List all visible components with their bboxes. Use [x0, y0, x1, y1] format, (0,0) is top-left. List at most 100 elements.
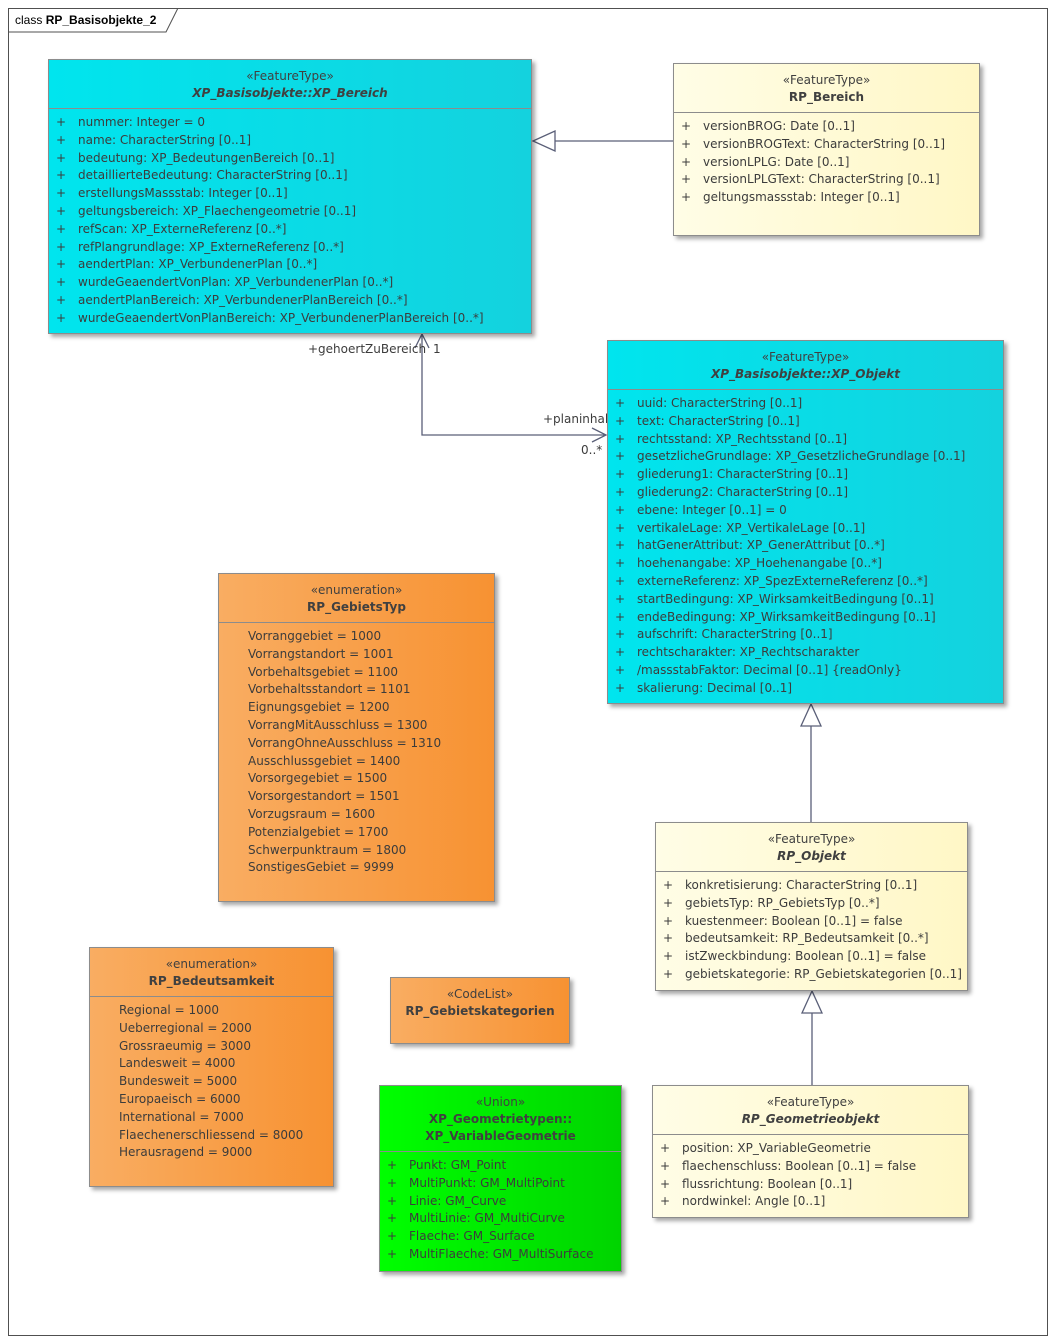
visibility-marker: + — [615, 449, 626, 464]
visibility-marker: + — [615, 609, 626, 624]
attribute-text: konkretisierung: CharacterString [0..1] — [685, 878, 918, 892]
attribute-list: +position: XP_VariableGeometrie+flaechen… — [653, 1135, 968, 1211]
class-xp-bereich[interactable]: «FeatureType» XP_Basisobjekte::XP_Bereic… — [48, 59, 532, 334]
attribute-text: versionLPLGText: CharacterString [0..1] — [703, 172, 940, 187]
attribute-text: gliederung2: CharacterString [0..1] — [637, 484, 849, 499]
attribute-row: +aendertPlanBereich: XP_VerbundenerPlanB… — [49, 292, 531, 310]
attribute-row: + Punkt: GM_Point — [380, 1157, 621, 1175]
visibility-marker: + — [615, 467, 626, 482]
attribute-list: +Punkt: GM_Point+MultiPunkt: GM_MultiPoi… — [380, 1152, 621, 1264]
attribute-row: +text: CharacterString [0..1] — [608, 413, 1003, 431]
attribute-text: aendertPlanBereich: XP_VerbundenerPlanBe… — [78, 292, 408, 307]
association-bereich-objekt[interactable] — [414, 332, 608, 443]
attribute-text: gebietsTyp: RP_GebietsTyp [0..*] — [685, 895, 880, 910]
role-planinhalt: +planinhalt — [543, 412, 613, 426]
attribute-row: +Linie: GM_Curve — [380, 1193, 621, 1211]
attribute-row: +istZweckbindung: Boolean [0..1] = false — [656, 948, 967, 966]
attribute-row: +externeReferenz: XP_SpezExterneReferenz… — [608, 573, 1003, 591]
attribute-text: versionLPLG: Date [0..1] — [703, 154, 850, 169]
enum-rp-bedeutsamkeit[interactable]: «enumeration» RP_Bedeutsamkeit Regional … — [89, 947, 334, 1187]
attribute-text: position: XP_VariableGeometrie — [682, 1141, 871, 1155]
attribute-row: +bedeutsamkeit: RP_Bedeutsamkeit [0..*] — [656, 930, 967, 948]
attribute-row: +versionLPLG: Date [0..1] — [674, 154, 979, 172]
visibility-marker: + — [663, 949, 674, 964]
literal-text: Vorranggebiet = 1000 — [248, 629, 382, 643]
enum-literal: SonstigesGebiet = 9999 — [219, 859, 494, 877]
literal-text: Schwerpunktraum = 1800 — [248, 842, 407, 857]
attribute-text: Linie: GM_Curve — [409, 1193, 507, 1208]
diagram-kind: class — [15, 13, 43, 27]
class-rp-objekt[interactable]: «FeatureType» RP_Objekt +konkretisierung… — [655, 822, 968, 991]
multiplicity-planinhalt: 0..* — [581, 443, 603, 457]
enum-literal: Vorzugsraum = 1600 — [219, 806, 494, 824]
literal-text: Potenzialgebiet = 1700 — [248, 824, 389, 839]
literal-text: Eignungsgebiet = 1200 — [248, 700, 390, 715]
attribute-row: +/massstabFaktor: Decimal [0..1] {readOn… — [608, 662, 1003, 680]
attribute-row: + gliederung1: CharacterString [0..1] — [608, 466, 1003, 484]
attribute-text: refPlangrundlage: XP_ExterneReferenz [0.… — [78, 239, 344, 254]
enum-literal: Vorsorgegebiet = 1500 — [219, 770, 494, 788]
attribute-text: Flaeche: GM_Surface — [409, 1229, 535, 1244]
visibility-marker: + — [56, 115, 67, 129]
visibility-marker: + — [56, 132, 67, 147]
attribute-row: +name: CharacterString [0..1] — [49, 132, 531, 150]
visibility-marker: + — [56, 257, 67, 272]
visibility-marker: + — [387, 1211, 398, 1226]
enum-literal: Vorbehaltsgebiet = 1100 — [219, 664, 494, 682]
attribute-text: wurdeGeaendertVonPlanBereich: XP_Verbund… — [78, 310, 484, 325]
enum-rp-gebietstyp[interactable]: «enumeration» RP_GebietsTyp Vorranggebie… — [218, 573, 495, 902]
visibility-marker: + — [615, 502, 626, 517]
literal-text: Vorsorgegebiet = 1500 — [248, 771, 388, 786]
attribute-row: +ebene: Integer [0..1] = 0 — [608, 502, 1003, 520]
visibility-marker: + — [681, 172, 692, 187]
stereotype-label: «FeatureType» — [782, 73, 871, 87]
attribute-text: rechtsstand: XP_Rechtsstand [0..1] — [637, 431, 848, 446]
attribute-row: +gebietskategorie: RP_Gebietskategorien … — [656, 966, 967, 984]
visibility-marker: + — [387, 1175, 398, 1190]
attribute-text: aendertPlan: XP_VerbundenerPlan [0..*] — [78, 257, 318, 272]
stereotype-label: «FeatureType» — [767, 832, 856, 846]
attribute-text: Punkt: GM_Point — [409, 1158, 507, 1172]
visibility-marker: + — [660, 1158, 671, 1173]
attribute-row: +skalierung: Decimal [0..1] — [608, 680, 1003, 698]
enum-literal: Vorranggebiet = 1000 — [219, 628, 494, 646]
attribute-text: endeBedingung: XP_WirksamkeitBedingung [… — [637, 609, 936, 624]
attribute-row: +hoehenangabe: XP_Hoehenangabe [0..*] — [608, 555, 1003, 573]
attribute-row: +versionBROGText: CharacterString [0..1] — [674, 136, 979, 154]
attribute-text: erstellungsMassstab: Integer [0..1] — [78, 186, 288, 201]
class-xp-objekt[interactable]: «FeatureType» XP_Basisobjekte::XP_Objekt… — [607, 340, 1004, 704]
attribute-row: + nordwinkel: Angle [0..1] — [653, 1193, 968, 1211]
attribute-row: +wurdeGeaendertVonPlanBereich: XP_Verbun… — [49, 310, 531, 328]
attribute-row: +position: XP_VariableGeometrie — [653, 1140, 968, 1158]
attribute-row: +MultiFlaeche: GM_MultiSurface — [380, 1246, 621, 1264]
class-name: XP_Basisobjekte::XP_Bereich — [192, 86, 388, 100]
attribute-text: MultiFlaeche: GM_MultiSurface — [409, 1246, 594, 1261]
class-rp-geometrieobjekt[interactable]: «FeatureType» RP_Geometrieobjekt +positi… — [652, 1085, 969, 1218]
enum-literal: Schwerpunktraum = 1800 — [219, 842, 494, 860]
attribute-row: +flaechenschluss: Boolean [0..1] = false — [653, 1158, 968, 1176]
attribute-text: versionBROG: Date [0..1] — [703, 119, 855, 133]
attribute-row: +wurdeGeaendertVonPlan: XP_VerbundenerPl… — [49, 274, 531, 292]
codelist-rp-gebietskategorien[interactable]: «CodeList» RP_Gebietskategorien — [390, 977, 570, 1044]
generalization-rp-bereich[interactable] — [531, 129, 674, 153]
class-header: «Union» XP_Geometrietypen:: XP_VariableG… — [380, 1086, 621, 1152]
attribute-list: +nummer: Integer = 0+name: CharacterStri… — [49, 109, 531, 328]
stereotype-label: «FeatureType» — [761, 350, 850, 364]
class-rp-bereich[interactable]: «FeatureType» RP_Bereich +versionBROG: D… — [673, 63, 980, 236]
visibility-marker: + — [387, 1158, 398, 1172]
union-xp-variablegeometrie[interactable]: «Union» XP_Geometrietypen:: XP_VariableG… — [379, 1085, 622, 1272]
visibility-marker: + — [660, 1194, 671, 1209]
generalization-rp-objekt[interactable] — [799, 702, 823, 822]
generalization-rp-geometrieobjekt[interactable] — [800, 989, 824, 1085]
stereotype-label: «FeatureType» — [246, 69, 334, 83]
attribute-text: gliederung1: CharacterString [0..1] — [637, 467, 849, 482]
visibility-marker: + — [663, 931, 674, 946]
attribute-row: +MultiLinie: GM_MultiCurve — [380, 1210, 621, 1228]
attribute-text: bedeutung: XP_BedeutungenBereich [0..1] — [78, 150, 335, 165]
literal-text: Vorsorgestandort = 1501 — [248, 789, 400, 804]
attribute-row: +refScan: XP_ExterneReferenz [0..*] — [49, 221, 531, 239]
stereotype-label: «enumeration» — [310, 583, 403, 597]
literal-text: SonstigesGebiet = 9999 — [248, 860, 395, 875]
attribute-text: nordwinkel: Angle [0..1] — [682, 1194, 826, 1209]
